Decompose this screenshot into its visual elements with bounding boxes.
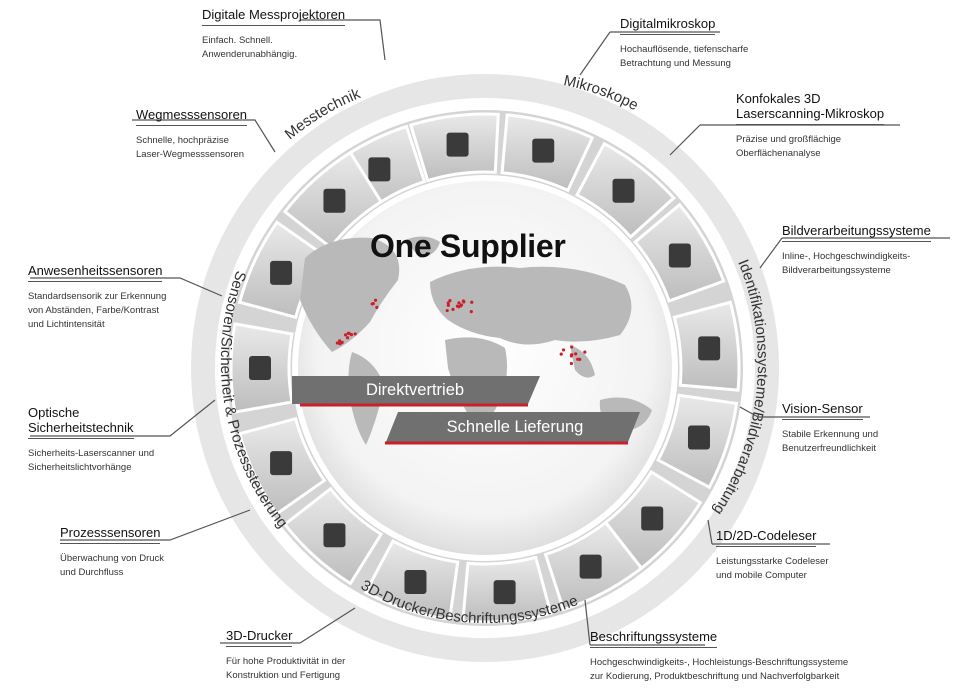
location-dot [569, 361, 574, 366]
location-dot [559, 352, 563, 356]
tile-drucker-device [404, 569, 427, 594]
tile-konfokal-device [612, 178, 635, 203]
tile-messprojektor-device [368, 157, 391, 182]
tile-vision-device [687, 425, 710, 450]
location-dot [570, 345, 574, 349]
tile-mikroskop-b-device [532, 138, 555, 163]
location-dot [459, 304, 463, 308]
title: Beschriftungssysteme [590, 629, 718, 648]
label-messprojektoren: Digitale Messprojektoren Einfach. Schnel… [202, 6, 346, 62]
tile-codeleser-device [641, 506, 664, 531]
banner-schnelle-lieferung: Schnelle Lieferung [446, 417, 584, 436]
title: 1D/2D-Codeleser [716, 528, 817, 547]
tile-mikroskop-a-device [446, 132, 469, 157]
location-dot [455, 304, 460, 308]
location-dot [345, 336, 350, 340]
location-dot [373, 298, 378, 302]
location-dot [470, 300, 474, 304]
location-dot [353, 332, 357, 336]
tile-bildverarbeitung-a-device [668, 243, 691, 268]
label-anwesenheitssensoren: Anwesenheitssensoren Standardsensorik zu… [28, 262, 166, 332]
tile-optische-device [270, 451, 293, 476]
tile-anwesenheit-device [249, 356, 271, 380]
banner-delivery-shape [386, 412, 640, 442]
tile-wegmess-b-device [323, 188, 346, 213]
title: Digitalmikroskop [620, 16, 716, 35]
banner-direktvertrieb: Direktvertrieb [365, 380, 465, 399]
tile-beschriftung-b-device [493, 580, 516, 605]
location-dot [583, 350, 587, 354]
location-dot [446, 303, 450, 307]
location-dot [347, 331, 351, 335]
location-dot [570, 353, 574, 357]
location-dot [457, 301, 461, 305]
title: Digitale Messprojektoren [202, 7, 346, 26]
tile-prozess-device [323, 523, 346, 548]
label-3d-drucker: 3D-Drucker Für hohe Produktivität in der… [226, 627, 345, 683]
location-dot [451, 307, 455, 311]
location-dot [448, 299, 452, 303]
desc: Inline-, Hochgeschwindigkeits-Bildverarb… [782, 251, 911, 276]
location-dot [576, 357, 580, 361]
location-dot [343, 333, 348, 337]
center-title: One Supplier [370, 228, 566, 264]
location-dot [338, 339, 342, 343]
label-beschriftungssysteme: Beschriftungssysteme Hochgeschwindigkeit… [590, 628, 848, 684]
label-codeleser: 1D/2D-Codeleser Leistungsstarke Codelese… [716, 527, 828, 583]
connector-lines [30, 19, 950, 646]
label-bildverarbeitungssysteme: Bildverarbeitungssysteme Inline-, Hochge… [782, 222, 931, 278]
outer-ring [191, 74, 779, 662]
tile-beschriftung-a-device [579, 554, 602, 579]
location-dot [335, 341, 339, 345]
location-dot [446, 301, 450, 305]
location-dot [462, 300, 466, 304]
desc: Hochgeschwindigkeits-, Hochleistungs-Bes… [590, 657, 849, 682]
title: 3D-Drucker [226, 628, 293, 647]
tile-bildverarbeitung-b-device [698, 336, 721, 361]
location-dot [469, 310, 473, 314]
title: Prozesssensoren [60, 525, 161, 544]
label-digitalmikroskop: Digitalmikroskop Hochauflösende, tiefens… [620, 15, 748, 71]
location-dot [445, 308, 449, 313]
location-dot [574, 352, 578, 356]
location-dot [340, 340, 344, 344]
location-dot [375, 305, 379, 309]
banner-direct-shape [292, 376, 540, 404]
tile-wegmess-a-device [270, 260, 293, 285]
title: Bildverarbeitungssysteme [782, 223, 931, 242]
location-dot [561, 348, 566, 352]
title: Wegmesssensoren [136, 107, 248, 126]
title: Anwesenheitssensoren [28, 263, 163, 282]
location-dot [370, 302, 374, 306]
desc: Einfach. Schnell.Anwenderunabhängig. [202, 35, 298, 60]
title: Vision-Sensor [782, 401, 863, 420]
